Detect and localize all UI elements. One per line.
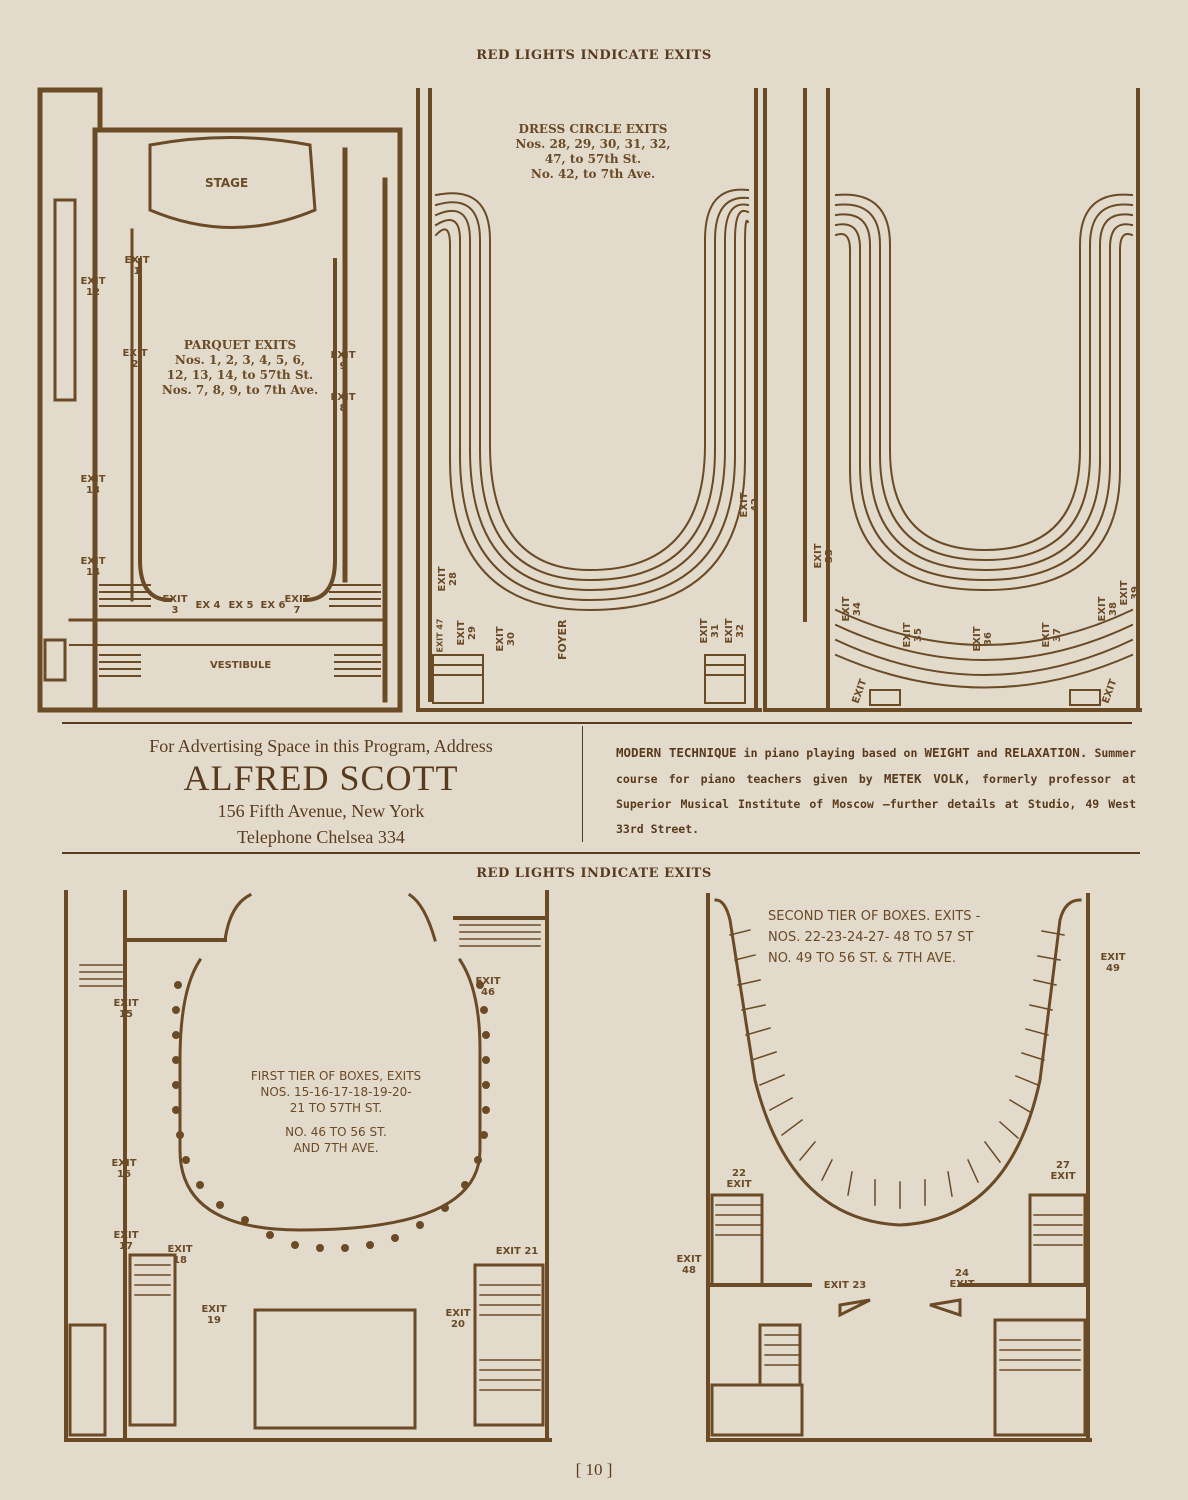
exit-1-label: EXIT 1: [124, 255, 150, 277]
dress-circle-line2: 47, to 57th St.: [544, 152, 642, 166]
exit-24-label: 24 EXIT: [949, 1268, 975, 1290]
parquet-title: PARQUET EXITS: [183, 338, 297, 352]
exit-29-label: EXIT 29: [456, 620, 478, 646]
notice-b: in piano playing based on: [736, 746, 925, 760]
notice-d: and: [969, 746, 1005, 760]
exit-2-label: EXIT 2: [122, 348, 148, 370]
second-tier-line1: NOS. 22-23-24-27- 48 TO 57 ST: [768, 930, 974, 945]
exit-16-label: EXIT 16: [111, 1158, 137, 1180]
exit-5-label: EX 5: [228, 600, 254, 611]
second-tier-line2: NO. 49 TO 56 ST. & 7TH AVE.: [768, 951, 956, 966]
exit-18-label: EXIT 18: [167, 1244, 193, 1266]
exit-37-label: EXIT 37: [1041, 622, 1063, 648]
exit-39-label: EXIT 39: [1119, 580, 1141, 606]
dress-circle-title: DRESS CIRCLE EXITS: [518, 122, 668, 136]
exit-42-label: EXIT 42: [739, 492, 761, 518]
notice-f: Summer course for piano teachers given b…: [616, 746, 1136, 786]
notice-h: formerly professor at Superior Musical I…: [616, 772, 1136, 836]
exit-48-label: EXIT 48: [676, 1254, 702, 1276]
notice-e: RELAXATION.: [1004, 745, 1088, 760]
exit-15-label: EXIT 15: [113, 998, 139, 1020]
ad-address: 156 Fifth Avenue, New York: [217, 801, 425, 821]
dress-circle-plan: [416, 88, 762, 712]
exit-9-label: EXIT 9: [330, 350, 356, 372]
ad-name: ALFRED SCOTT: [183, 758, 459, 798]
exit-30-label: EXIT 30: [495, 626, 517, 652]
first-tier-plan: [64, 890, 552, 1442]
exit-3-label: EXIT 3: [162, 594, 188, 616]
exit-35-label: EXIT 35: [902, 622, 924, 648]
lower-rule: [62, 852, 1140, 854]
notice-g: METEK VOLK,: [883, 771, 971, 786]
second-tier-title: SECOND TIER OF BOXES. EXITS -: [768, 909, 981, 924]
first-tier-line3: NO. 46 TO 56 ST.: [285, 1125, 387, 1139]
foyer-label: FOYER: [556, 619, 569, 660]
exit-6-label: EX 6: [260, 600, 286, 611]
parquet-line1: Nos. 1, 2, 3, 4, 5, 6,: [174, 353, 306, 367]
notice-a: MODERN TECHNIQUE: [616, 745, 737, 760]
dress-circle-line3: No. 42, to 7th Ave.: [530, 167, 656, 181]
dress-circle-legend: DRESS CIRCLE EXITS Nos. 28, 29, 30, 31, …: [488, 122, 698, 182]
bottom-exits-heading: RED LIGHTS INDICATE EXITS: [476, 866, 712, 881]
vestibule-label: VESTIBULE: [210, 660, 272, 671]
exit-34-label: EXIT 34: [841, 596, 863, 622]
balcony-plan: [763, 88, 1142, 712]
ad-phone: Telephone Chelsea 334: [237, 827, 405, 847]
exit-17-label: EXIT 17: [113, 1230, 139, 1252]
second-tier-legend: SECOND TIER OF BOXES. EXITS - NOS. 22-23…: [768, 906, 1068, 969]
first-tier-line1: NOS. 15-16-17-18-19-20-: [260, 1085, 412, 1099]
first-tier-line4: AND 7TH AVE.: [293, 1141, 379, 1155]
parquet-plan: [37, 87, 403, 713]
piano-notice: MODERN TECHNIQUE in piano playing based …: [616, 740, 1136, 842]
exit-19-label: EXIT 19: [201, 1304, 227, 1326]
first-tier-legend: FIRST TIER OF BOXES, EXITS NOS. 15-16-17…: [236, 1068, 436, 1156]
ad-line1: For Advertising Space in this Program, A…: [149, 736, 493, 756]
exit-7-label: EXIT 7: [284, 594, 310, 616]
exit-28-label: EXIT 28: [437, 566, 459, 592]
upper-rule: [62, 722, 1132, 724]
exit-27-label: 27 EXIT: [1050, 1160, 1076, 1182]
exit-38-label: EXIT 38: [1097, 596, 1119, 622]
exit-33-label: EXIT 33: [813, 543, 835, 569]
exit-14-label: EXIT 14: [80, 556, 106, 578]
exit-8-label: EXIT 8: [330, 392, 356, 414]
exit-32-label: EXIT 32: [724, 618, 746, 644]
advertising-block: For Advertising Space in this Program, A…: [62, 734, 580, 850]
first-tier-title: FIRST TIER OF BOXES, EXITS: [250, 1069, 422, 1083]
first-tier-line2: 21 TO 57TH ST.: [289, 1101, 383, 1115]
page-number: [ 10 ]: [575, 1460, 613, 1479]
exit-21-label: EXIT 21: [495, 1246, 539, 1257]
exit-46-label: EXIT 46: [475, 976, 501, 998]
exit-22-label: 22 EXIT: [726, 1168, 752, 1190]
stage-label: STAGE: [205, 176, 249, 190]
exit-12-label: EXIT 12: [80, 276, 106, 298]
exit-4-label: EX 4: [195, 600, 221, 611]
parquet-exits-legend: PARQUET EXITS Nos. 1, 2, 3, 4, 5, 6, 12,…: [140, 338, 340, 398]
ad-divider-rule: [582, 726, 583, 842]
dress-circle-line1: Nos. 28, 29, 30, 31, 32,: [515, 137, 671, 151]
notice-c: WEIGHT: [924, 745, 970, 760]
exit-20-label: EXIT 20: [445, 1308, 471, 1330]
exit-13-label: EXIT 13: [80, 474, 106, 496]
parquet-line3: Nos. 7, 8, 9, to 7th Ave.: [161, 383, 319, 397]
parquet-line2: 12, 13, 14, to 57th St.: [166, 368, 314, 382]
exit-36-label: EXIT 36: [972, 626, 994, 652]
exit-31-label: EXIT 31: [699, 618, 721, 644]
exit-23-label: EXIT 23: [823, 1280, 867, 1291]
exit-47-label: EXIT 47: [435, 618, 445, 653]
exit-49-label: EXIT 49: [1100, 952, 1126, 974]
second-tier-plan: [706, 893, 1092, 1442]
top-exits-heading: RED LIGHTS INDICATE EXITS: [476, 48, 712, 63]
